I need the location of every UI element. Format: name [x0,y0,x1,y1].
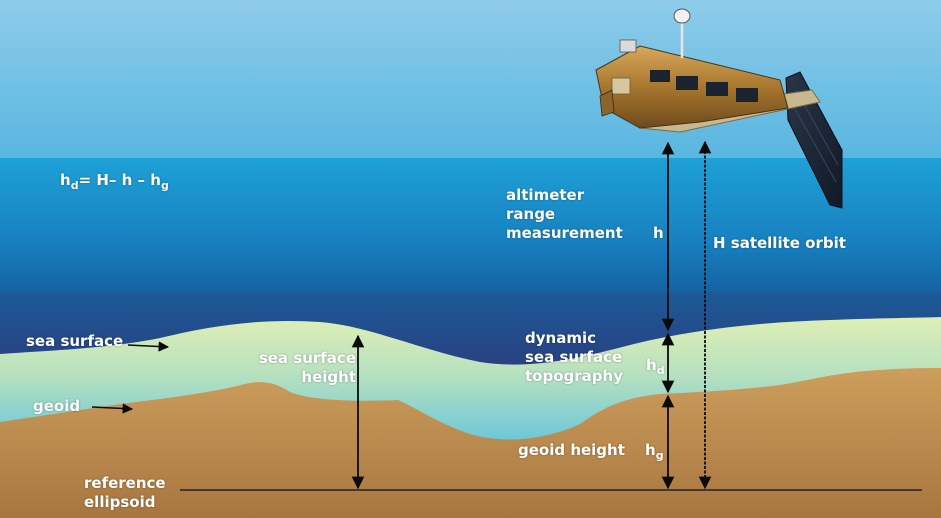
sea-surface-pointer [127,341,170,352]
dynamic-topography-line2: sea surface [525,348,623,366]
atmosphere-band [0,158,941,298]
sea-surface-height-line1: sea surface [258,349,356,367]
reference-ellipsoid-line2: ellipsoid [84,493,156,511]
sky [0,0,941,160]
hg-symbol: hg [645,441,664,462]
sea-surface-label: sea surface [26,332,124,350]
reference-ellipsoid-line1: reference [84,474,166,492]
sea-surface-height-line2: height [301,368,356,386]
dynamic-topography-line3: topography [525,367,623,385]
satellite-antenna-dish [673,8,691,24]
altimeter-label-line1: altimeter [506,186,585,204]
altimeter-label-line3: measurement [506,224,623,242]
dynamic-topography-line1: dynamic [525,329,596,347]
range-h-symbol: h [653,224,664,242]
geoid-label: geoid [33,397,81,415]
reference-ellipsoid-label: reference ellipsoid [84,474,166,512]
geoid-height-label: geoid height [518,441,625,459]
altimeter-label-line2: range [506,205,556,223]
sea-surface-height-label: sea surface height [243,349,356,387]
hd-symbol: hd [646,356,665,377]
geoid-pointer [91,403,134,414]
satellite-illustration [595,8,843,209]
altimeter-label: altimeter range measurement [506,186,623,243]
formula-label: hd= H– h – hg [60,171,169,192]
satellite-orbit-label: H satellite orbit [713,234,846,252]
dynamic-topography-label: dynamic sea surface topography [525,329,623,386]
